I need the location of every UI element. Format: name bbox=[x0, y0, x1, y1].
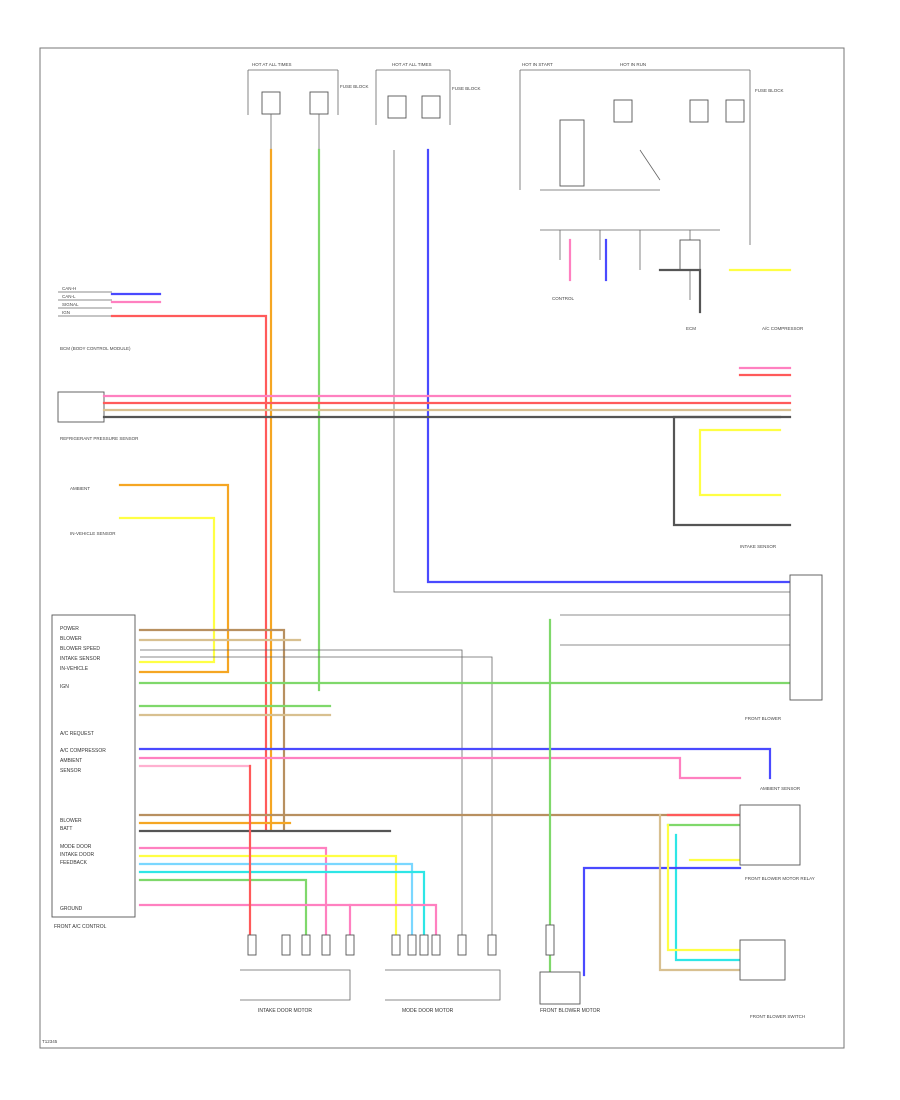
svg-text:MODE DOOR: MODE DOOR bbox=[60, 844, 92, 850]
svg-text:SENSOR: SENSOR bbox=[60, 768, 82, 774]
wire-darkgray-comp bbox=[658, 268, 702, 314]
svg-text:INTAKE SENSOR: INTAKE SENSOR bbox=[740, 544, 777, 549]
svg-text:ECM: ECM bbox=[686, 326, 696, 331]
wire-pink-amb bbox=[138, 756, 742, 780]
wire-yellow-mode bbox=[138, 854, 398, 942]
svg-text:CAN-H: CAN-H bbox=[62, 286, 76, 291]
svg-text:HOT AT ALL TIMES: HOT AT ALL TIMES bbox=[252, 62, 292, 67]
svg-text:BLOWER: BLOWER bbox=[60, 818, 82, 824]
svg-text:A/C COMPRESSOR: A/C COMPRESSOR bbox=[60, 748, 106, 754]
wire-layer bbox=[102, 148, 792, 977]
wire-gray-1 bbox=[393, 150, 790, 593]
svg-text:HOT AT ALL TIMES: HOT AT ALL TIMES bbox=[392, 62, 432, 67]
intake-door-motor-label: INTAKE DOOR MOTOR bbox=[258, 1008, 312, 1014]
svg-text:A/C COMPRESSOR: A/C COMPRESSOR bbox=[762, 326, 804, 331]
right-components: INTAKE SENSOR FRONT BLOWER FRONT BLOWER … bbox=[739, 544, 823, 1019]
fuse-group-left: HOT AT ALL TIMES FUSE BLOCK bbox=[247, 62, 369, 150]
wire-yellow-ambient bbox=[118, 516, 216, 664]
svg-text:BCM (BODY CONTROL MODULE): BCM (BODY CONTROL MODULE) bbox=[60, 346, 131, 351]
wire-lightblue-mode bbox=[138, 862, 414, 942]
svg-text:POWER: POWER bbox=[60, 626, 79, 632]
wire-gray-2 bbox=[140, 649, 463, 940]
svg-text:FEEDBACK: FEEDBACK bbox=[60, 860, 88, 866]
wire-blue-relay bbox=[582, 866, 742, 977]
svg-text:FRONT BLOWER: FRONT BLOWER bbox=[745, 716, 782, 721]
wire-red-main bbox=[110, 314, 268, 832]
wire-blue-amb bbox=[138, 747, 772, 780]
svg-text:FRONT BLOWER MOTOR RELAY: FRONT BLOWER MOTOR RELAY bbox=[745, 876, 815, 881]
svg-text:INTAKE DOOR: INTAKE DOOR bbox=[60, 852, 94, 858]
wire-brown-1 bbox=[138, 628, 286, 832]
svg-text:CONTROL: CONTROL bbox=[552, 296, 574, 301]
svg-text:CAN-L: CAN-L bbox=[62, 294, 76, 299]
svg-text:AMBIENT SENSOR: AMBIENT SENSOR bbox=[760, 786, 801, 791]
wire-yellow-switch bbox=[666, 823, 742, 952]
front-blower-motor-label: FRONT BLOWER MOTOR bbox=[540, 1008, 600, 1014]
svg-text:AMBIENT: AMBIENT bbox=[70, 486, 90, 491]
diagram-frame bbox=[39, 47, 845, 1049]
wire-darkgray-right-loop bbox=[672, 415, 792, 527]
svg-text:BLOWER: BLOWER bbox=[60, 636, 82, 642]
front-ac-control-label: FRONT A/C CONTROL bbox=[54, 924, 107, 930]
wire-gray-3 bbox=[140, 656, 493, 940]
fuse-group-mid: HOT AT ALL TIMES FUSE BLOCK bbox=[375, 62, 481, 125]
bottom-motors: INTAKE DOOR MOTOR MODE DOOR MOTOR FRONT … bbox=[240, 924, 600, 1014]
svg-text:BATT: BATT bbox=[60, 826, 72, 832]
svg-text:A/C REQUEST: A/C REQUEST bbox=[60, 731, 94, 737]
wire-orange-ambient bbox=[118, 483, 230, 674]
svg-text:FUSE BLOCK: FUSE BLOCK bbox=[755, 88, 784, 93]
svg-text:IGN: IGN bbox=[60, 684, 69, 690]
upper-left-connectors: CAN-H CAN-L SIGNAL IGN BCM (BODY CONTROL… bbox=[57, 286, 139, 536]
svg-text:BLOWER SPEED: BLOWER SPEED bbox=[60, 646, 100, 652]
wire-yellow-right-loop bbox=[698, 428, 782, 497]
svg-text:HOT IN START: HOT IN START bbox=[522, 62, 553, 67]
wire-cyan-relay bbox=[674, 833, 742, 962]
wire-cyan-mode bbox=[138, 870, 426, 942]
front-ac-control-box: POWER BLOWER BLOWER SPEED INTAKE SENSOR … bbox=[51, 614, 136, 930]
svg-text:IN-VEHICLE: IN-VEHICLE bbox=[60, 666, 89, 672]
fuse-group-right: HOT IN START HOT IN RUN FUSE BLOCK bbox=[519, 62, 784, 245]
svg-text:GROUND: GROUND bbox=[60, 906, 83, 912]
wire-blue-main bbox=[426, 148, 792, 584]
svg-text:INTAKE SENSOR: INTAKE SENSOR bbox=[60, 656, 101, 662]
wire-pink-ground bbox=[138, 903, 438, 942]
svg-text:FUSE BLOCK: FUSE BLOCK bbox=[340, 84, 369, 89]
svg-text:SIGNAL: SIGNAL bbox=[62, 302, 79, 307]
wire-pink-mode bbox=[138, 846, 328, 942]
svg-text:IGN: IGN bbox=[62, 310, 70, 315]
svg-text:REFRIGERANT PRESSURE SENSOR: REFRIGERANT PRESSURE SENSOR bbox=[60, 436, 139, 441]
wire-green-mode bbox=[138, 878, 308, 942]
compressor-relay-area: CONTROL ECM A/C COMPRESSOR bbox=[540, 229, 804, 331]
wire-tan-switch bbox=[658, 813, 742, 972]
svg-text:IN-VEHICLE SENSOR: IN-VEHICLE SENSOR bbox=[70, 531, 116, 536]
svg-text:AMBIENT: AMBIENT bbox=[60, 758, 82, 764]
diagram-id-label: T12345 bbox=[42, 1039, 58, 1044]
svg-text:FUSE BLOCK: FUSE BLOCK bbox=[452, 86, 481, 91]
svg-text:FRONT BLOWER SWITCH: FRONT BLOWER SWITCH bbox=[750, 1014, 805, 1019]
svg-text:HOT IN RUN: HOT IN RUN bbox=[620, 62, 646, 67]
mode-door-motor-label: MODE DOOR MOTOR bbox=[402, 1008, 454, 1014]
